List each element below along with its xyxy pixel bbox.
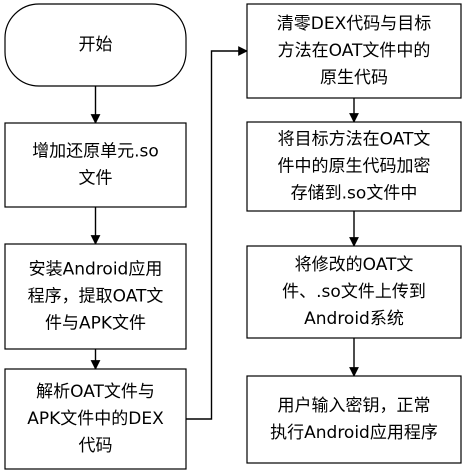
- node-install-label-line: 件与APK文件: [45, 314, 146, 334]
- node-parse-box: [4, 368, 187, 470]
- node-parse-label-line: 解析OAT文件与: [36, 382, 155, 402]
- node-parse: 解析OAT文件与 APK文件中的DEX 代码: [4, 368, 187, 470]
- node-clear-label-line: 原生代码: [320, 68, 388, 88]
- node-encrypt-box: [246, 121, 462, 212]
- node-encrypt-label-line: 将目标方法在OAT文: [278, 130, 431, 150]
- node-upload-box: [246, 245, 462, 339]
- node-upload-label-line: 将修改的OAT文: [295, 255, 414, 275]
- node-install-box: [4, 243, 187, 350]
- node-install-label-line: 安装Android应用: [29, 260, 163, 280]
- node-clear-box: [246, 3, 462, 99]
- node-upload-label-line: Android系统: [304, 309, 404, 329]
- node-start-box: [4, 3, 187, 87]
- node-run-label-line: 用户输入密钥，正常: [278, 396, 431, 416]
- node-clear-label-line: 方法在OAT文件中的: [278, 41, 431, 61]
- node-add-unit-label-line: 文件: [79, 169, 113, 189]
- node-parse-label-line: 代码: [79, 436, 113, 456]
- node-upload-label-line: 件、.so文件上传到: [282, 282, 426, 302]
- node-encrypt-label-line: 存储到.so文件中: [291, 184, 418, 204]
- node-start-label-line: 开始: [79, 35, 113, 55]
- node-encrypt-label-line: 件中的原生代码加密: [278, 157, 431, 177]
- node-add-unit-label-line: 增加还原单元.so: [32, 142, 159, 162]
- node-run-label-line: 执行Android应用程序: [270, 423, 438, 443]
- node-parse-label-line: APK文件中的DEX: [27, 409, 164, 429]
- edges-layer: [90, 46, 359, 420]
- node-add-unit-box: [4, 122, 187, 208]
- node-install-label-line: 程序，提取OAT文: [28, 287, 164, 307]
- edge-parse-to-clear: [186, 46, 248, 420]
- node-start: 开始: [4, 3, 187, 87]
- node-clear-label-line: 清零DEX代码与目标: [277, 14, 431, 34]
- node-run-box: [246, 375, 462, 464]
- node-add-unit: 增加还原单元.so 文件: [4, 122, 187, 208]
